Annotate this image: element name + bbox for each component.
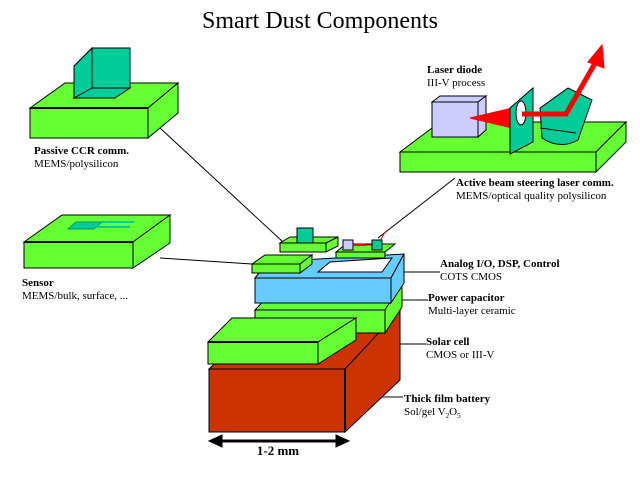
label-detail: MEMS/polysilicon bbox=[34, 158, 119, 170]
label-power-capacitor: Power capacitor Multi-layer ceramic bbox=[428, 292, 516, 318]
label-name: Power capacitor bbox=[428, 292, 505, 304]
label-detail: MEMS/optical quality polysilicon bbox=[456, 190, 607, 202]
label-name: Analog I/O, DSP, Control bbox=[440, 258, 560, 270]
passive-ccr-illustration bbox=[28, 46, 180, 140]
label-analog-io: Analog I/O, DSP, Control COTS CMOS bbox=[440, 258, 560, 284]
label-name: Passive CCR comm. bbox=[34, 145, 130, 157]
label-detail: COTS CMOS bbox=[440, 271, 503, 283]
diagram-title: Smart Dust Components bbox=[201, 8, 438, 34]
dimension-label: 1-2 mm bbox=[256, 443, 300, 458]
label-name: Sensor bbox=[22, 277, 54, 289]
label-name: Active beam steering laser comm. bbox=[456, 177, 614, 189]
label-name: Laser diode bbox=[427, 64, 483, 76]
label-solar-cell: Solar cell CMOS or III-V bbox=[426, 336, 494, 362]
formula-part: Sol/gel V bbox=[404, 406, 446, 418]
stack-solar-cell bbox=[206, 317, 358, 365]
laser-comm-illustration bbox=[398, 43, 628, 174]
formula-part: O bbox=[449, 406, 458, 418]
label-detail: Multi-layer ceramic bbox=[428, 305, 516, 317]
label-name: Thick film battery bbox=[404, 393, 491, 405]
label-battery: Thick film battery Sol/gel V2O5 bbox=[404, 393, 490, 423]
formula-sub: 5 bbox=[457, 412, 461, 421]
label-detail: CMOS or III-V bbox=[426, 349, 495, 361]
sensor-illustration bbox=[22, 214, 172, 269]
stack-mini-boards bbox=[250, 227, 397, 274]
label-detail: Sol/gel V2O5 bbox=[404, 406, 490, 423]
label-name: Solar cell bbox=[426, 336, 470, 348]
formula-sub: 2 bbox=[445, 412, 450, 421]
label-active-beam: Active beam steering laser comm. MEMS/op… bbox=[456, 177, 614, 203]
label-laser-diode: Laser diode III-V process bbox=[427, 64, 485, 90]
label-detail: MEMS/bulk, surface, ... bbox=[22, 290, 129, 302]
label-passive-ccr: Passive CCR comm. MEMS/polysilicon bbox=[34, 145, 129, 171]
dimension-arrow bbox=[207, 434, 351, 448]
label-detail: III-V process bbox=[427, 77, 486, 89]
label-sensor: Sensor MEMS/bulk, surface, ... bbox=[22, 277, 128, 303]
